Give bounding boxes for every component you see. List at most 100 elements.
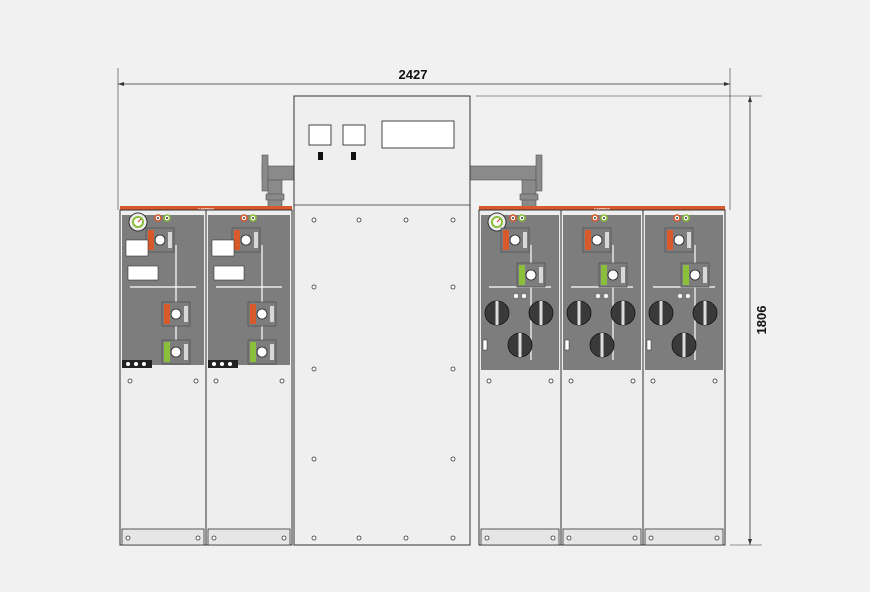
width-dimension-label: 2427 <box>399 67 428 82</box>
cell-plinth <box>207 528 291 546</box>
rivet <box>211 535 217 541</box>
cell-plinth <box>644 528 724 546</box>
fuse-indicator <box>596 294 600 298</box>
brand-label: CAPTIMUS <box>594 207 610 211</box>
terminal-hole <box>220 362 224 366</box>
mimic-position-strip <box>164 342 170 362</box>
rivet <box>403 535 409 541</box>
rivet <box>213 378 219 384</box>
rivet <box>450 217 456 223</box>
rivet <box>550 535 556 541</box>
rotary-knob-indicator <box>577 301 581 325</box>
width-dimension: 2427 <box>117 67 731 210</box>
operating-shaft-icon <box>154 234 166 246</box>
switchgear-cell <box>119 209 207 546</box>
indicator-lamp-core <box>252 217 254 219</box>
fuse-indicator <box>514 294 518 298</box>
right-switchgear-group: CAPTIMUS <box>478 206 726 546</box>
mimic-position-strip <box>519 265 525 285</box>
rivet <box>450 456 456 462</box>
meter-1 <box>308 124 332 146</box>
height-dimension: 1806 <box>476 95 769 546</box>
rivet <box>125 535 131 541</box>
indicator-lamp-core <box>603 217 605 219</box>
rotary-knob-indicator <box>600 333 604 357</box>
operating-shaft-icon <box>525 269 537 281</box>
rotary-knob-indicator <box>495 301 499 325</box>
meter-1-switch <box>318 152 323 160</box>
rivet <box>193 378 199 384</box>
cell-plinth <box>121 528 205 546</box>
indicator-lamp-core <box>157 217 159 219</box>
mimic-label-strip <box>523 232 527 248</box>
rivet <box>484 535 490 541</box>
indicator-lamp-core <box>685 217 687 219</box>
mimic-label-strip <box>621 267 625 283</box>
indicator-lamp-core <box>512 217 514 219</box>
group-top-strip <box>120 206 292 211</box>
rivet <box>548 378 554 384</box>
rivet <box>311 217 317 223</box>
mimic-label-strip <box>270 306 274 322</box>
group-top-strip <box>479 206 725 211</box>
fuse-indicator <box>678 294 682 298</box>
rotary-knob-indicator <box>659 301 663 325</box>
rivet <box>714 535 720 541</box>
height-dimension-label: 1806 <box>754 306 769 335</box>
rivet <box>195 535 201 541</box>
switchgear-cell <box>560 209 644 546</box>
right-cable-duct <box>469 154 543 211</box>
indicator-lamp-core <box>594 217 596 219</box>
switchgear-cell <box>478 209 562 546</box>
mimic-label-strip <box>270 344 274 360</box>
indicator-lamp-core <box>166 217 168 219</box>
indicator-lamp-core <box>521 217 523 219</box>
operating-shaft-icon <box>256 346 268 358</box>
rivet <box>712 378 718 384</box>
mimic-label-strip <box>539 267 543 283</box>
brand-label: CAPTIMUS <box>198 207 214 211</box>
cell-plinth <box>562 528 642 546</box>
rotary-knob-indicator <box>518 333 522 357</box>
rivet <box>356 217 362 223</box>
center-cabinet <box>293 95 471 546</box>
terminal-hole <box>212 362 216 366</box>
mimic-label-strip <box>168 232 172 248</box>
mimic-label-strip <box>184 344 188 360</box>
operating-shaft-icon <box>170 346 182 358</box>
fuse-indicator <box>686 294 690 298</box>
rivet <box>650 378 656 384</box>
meter-2 <box>342 124 366 146</box>
operating-shaft-icon <box>591 234 603 246</box>
mimic-label-strip <box>605 232 609 248</box>
rivet <box>630 378 636 384</box>
gauge-needle <box>496 218 501 223</box>
center-rivets <box>311 217 456 541</box>
rivet <box>632 535 638 541</box>
mimic-label-strip <box>184 306 188 322</box>
rivet <box>450 366 456 372</box>
rivet <box>450 284 456 290</box>
left-cable-duct <box>261 154 296 211</box>
rotary-knob-indicator <box>682 333 686 357</box>
mimic-position-strip <box>601 265 607 285</box>
relay-unit <box>125 239 149 257</box>
mimic-position-strip <box>667 230 673 250</box>
operating-shaft-icon <box>509 234 521 246</box>
relay-unit <box>213 265 245 281</box>
rotary-knob-indicator <box>539 301 543 325</box>
operating-shaft-icon <box>673 234 685 246</box>
rivet <box>450 535 456 541</box>
operating-shaft-icon <box>256 308 268 320</box>
terminal-hole <box>142 362 146 366</box>
rivet <box>356 535 362 541</box>
meter-2-switch <box>351 152 356 160</box>
indicator-lamp-core <box>676 217 678 219</box>
terminal-hole <box>228 362 232 366</box>
mimic-position-strip <box>683 265 689 285</box>
switchgear-cell <box>642 209 726 546</box>
gauge-needle <box>137 218 142 223</box>
rivet <box>279 378 285 384</box>
